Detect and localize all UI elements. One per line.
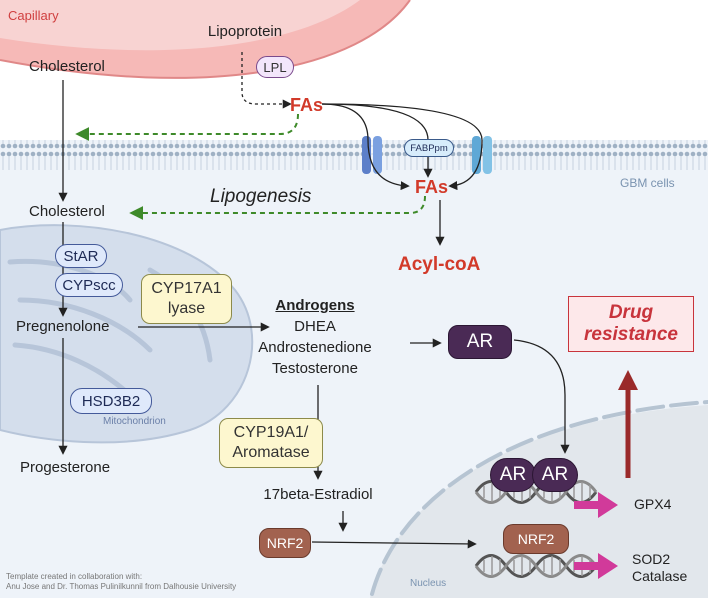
arrow-lipogenesis — [129, 195, 426, 220]
cyp19a1-line2: Aromatase — [232, 444, 310, 461]
nrf2-nucleus: NRF2 — [503, 524, 569, 554]
mitochondrion-cristae — [7, 258, 213, 398]
arrow-to-gpx4 — [574, 492, 618, 518]
acyl-coa-label: Acyl-coA — [398, 254, 481, 275]
gbm-cells-label: GBM cells — [620, 176, 675, 190]
androgen-dhea: DHEA — [294, 318, 336, 335]
lipoprotein-label: Lipoprotein — [207, 23, 283, 40]
drug-resistance-line2: resistance — [583, 324, 678, 345]
arrow-nrf2-to-nucleus — [311, 539, 477, 549]
capillary-label: Capillary — [8, 8, 59, 23]
cyp19a1-line1: CYP19A1/ — [233, 424, 309, 441]
ar-dimer-right: AR — [532, 458, 578, 492]
hsd3b2-enzyme: HSD3B2 — [70, 388, 152, 414]
capillary-lumen — [0, 0, 360, 51]
arrow-fas-through-left — [321, 103, 410, 191]
estradiol-label: 17beta-Estradiol — [263, 486, 373, 503]
ar-receptor: AR — [448, 325, 512, 359]
cyp17a1-line1: CYP17A1 — [151, 280, 222, 297]
nucleus-label: Nucleus — [410, 578, 447, 589]
cyp19a1-aromatase-enzyme: CYP19A1/ Aromatase — [219, 418, 323, 468]
sod2-label: SOD2 — [632, 551, 671, 567]
catalase-label: Catalase — [632, 568, 688, 584]
fas-plasma-label: FAs — [290, 95, 324, 115]
arrow-to-sod2 — [574, 553, 618, 579]
mitochondrion-label: Mitochondrion — [103, 416, 166, 427]
androgens-title: Androgens — [275, 297, 355, 314]
cell-membrane — [0, 140, 708, 170]
nucleus-envelope — [370, 400, 708, 596]
androgen-androstenedione: Androstenedione — [258, 339, 372, 356]
nrf2-cytoplasm: NRF2 — [259, 528, 311, 558]
arrow-fas-through-right — [321, 103, 483, 191]
cholesterol-intracellular-label: Cholesterol — [29, 203, 105, 220]
cyp17a1-line2: lyase — [167, 300, 206, 317]
drug-resistance-box: Drug resistance — [568, 296, 694, 352]
template-credit-line2: Anu Jose and Dr. Thomas Pulinilkunnil fr… — [6, 582, 237, 591]
cholesterol-top-label: Cholesterol — [29, 58, 105, 75]
arrow-ar-to-nucleus — [513, 339, 570, 454]
arrow-fas-through-fabppm — [321, 103, 433, 178]
pregnenolone-label: Pregnenolone — [16, 318, 110, 335]
androgen-testosterone: Testosterone — [272, 360, 358, 377]
arrow-lipoprotein-to-fas — [241, 52, 292, 109]
ar-dimer-left: AR — [490, 458, 536, 492]
fabppm-transporter: FABPpm — [404, 139, 454, 157]
arrow-head-drug-resistance — [618, 370, 638, 390]
cypscc-enzyme: CYPscc — [55, 273, 123, 297]
template-credit-line1: Template created in collaboration with: — [6, 572, 143, 581]
nucleus-shape — [370, 405, 708, 598]
fas-intracellular-label: FAs — [415, 177, 449, 197]
gpx4-label: GPX4 — [634, 496, 672, 512]
fa-transporter-left — [362, 136, 382, 174]
arrow-fas-green-to-capillary — [75, 113, 299, 141]
lipogenesis-label: Lipogenesis — [210, 186, 312, 207]
star-protein: StAR — [55, 244, 107, 268]
cyp17a1-lyase-enzyme: CYP17A1 lyase — [141, 274, 232, 324]
lpl-enzyme: LPL — [256, 56, 294, 78]
progesterone-label: Progesterone — [20, 459, 111, 476]
drug-resistance-line1: Drug — [608, 302, 654, 323]
